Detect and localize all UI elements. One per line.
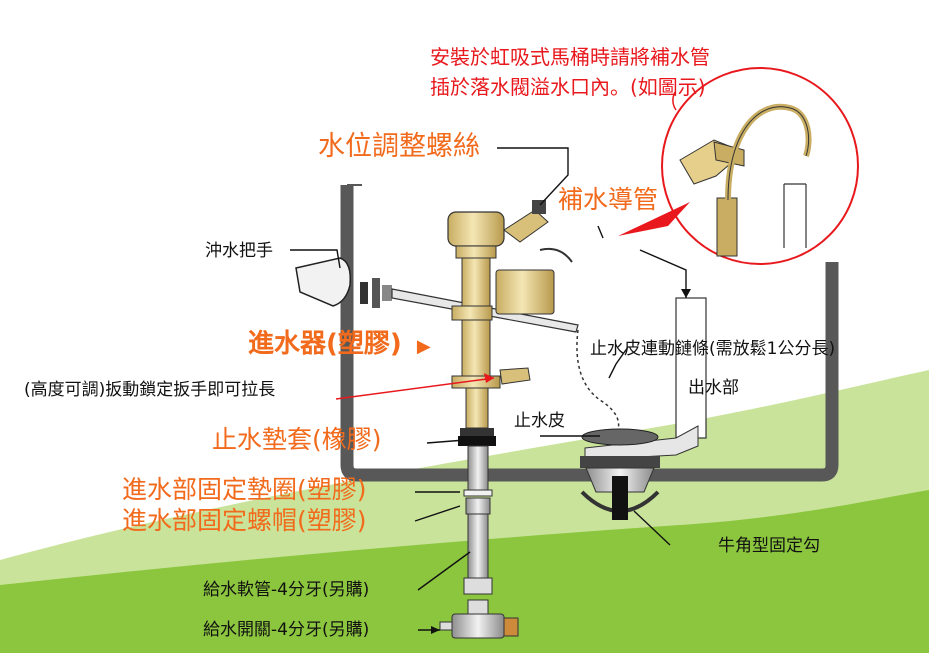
background-hill-dark <box>0 490 929 653</box>
inlet-valve-text: 進水器(塑膠) <box>248 329 402 359</box>
chain-label: 止水皮連動鏈條(需放鬆1公分長) <box>590 339 836 359</box>
detail-callout <box>661 67 859 265</box>
fixing-washer-label: 進水部固定墊圈(塑膠) <box>122 475 367 504</box>
fill-valve <box>447 200 573 515</box>
horn-hook-label: 牛角型固定勾 <box>718 536 820 556</box>
flush-handle-label: 沖水把手 <box>205 241 273 261</box>
supply-valve-label: 給水開關-4分牙(另購) <box>203 620 370 640</box>
note-pointer <box>672 91 677 111</box>
seal-sleeve-label: 止水墊套(橡膠) <box>212 425 382 454</box>
supply-hose-label: 給水軟管-4分牙(另購) <box>203 580 370 600</box>
supply-valve <box>439 599 519 639</box>
inlet-valve-label: 進水器(塑膠) ▶ <box>248 331 431 357</box>
overflow-tube <box>675 297 707 439</box>
flapper-assembly <box>580 425 699 520</box>
outlet-label: 出水部 <box>688 378 739 398</box>
flapper-chain <box>576 329 620 431</box>
note-line-1: 安裝於虹吸式馬桶時請將補水管 <box>430 45 710 69</box>
refill-tube-label: 補水導管 <box>558 185 659 214</box>
triangle-right-icon: ▶ <box>416 336 431 357</box>
leader-lines <box>290 147 687 631</box>
height-pointer <box>335 377 495 400</box>
note-line-2: 插於落水閥溢水口內。(如圖示) <box>430 75 706 99</box>
height-adjust-label: (高度可調)扳動鎖定扳手即可拉長 <box>24 380 276 400</box>
fixing-nut-label: 進水部固定螺帽(塑膠) <box>122 506 367 535</box>
flapper-label: 止水皮 <box>514 411 565 431</box>
water-level-screw-label: 水位調整螺絲 <box>318 131 480 162</box>
callout-pointer <box>618 202 690 236</box>
supply-hose <box>463 513 493 595</box>
